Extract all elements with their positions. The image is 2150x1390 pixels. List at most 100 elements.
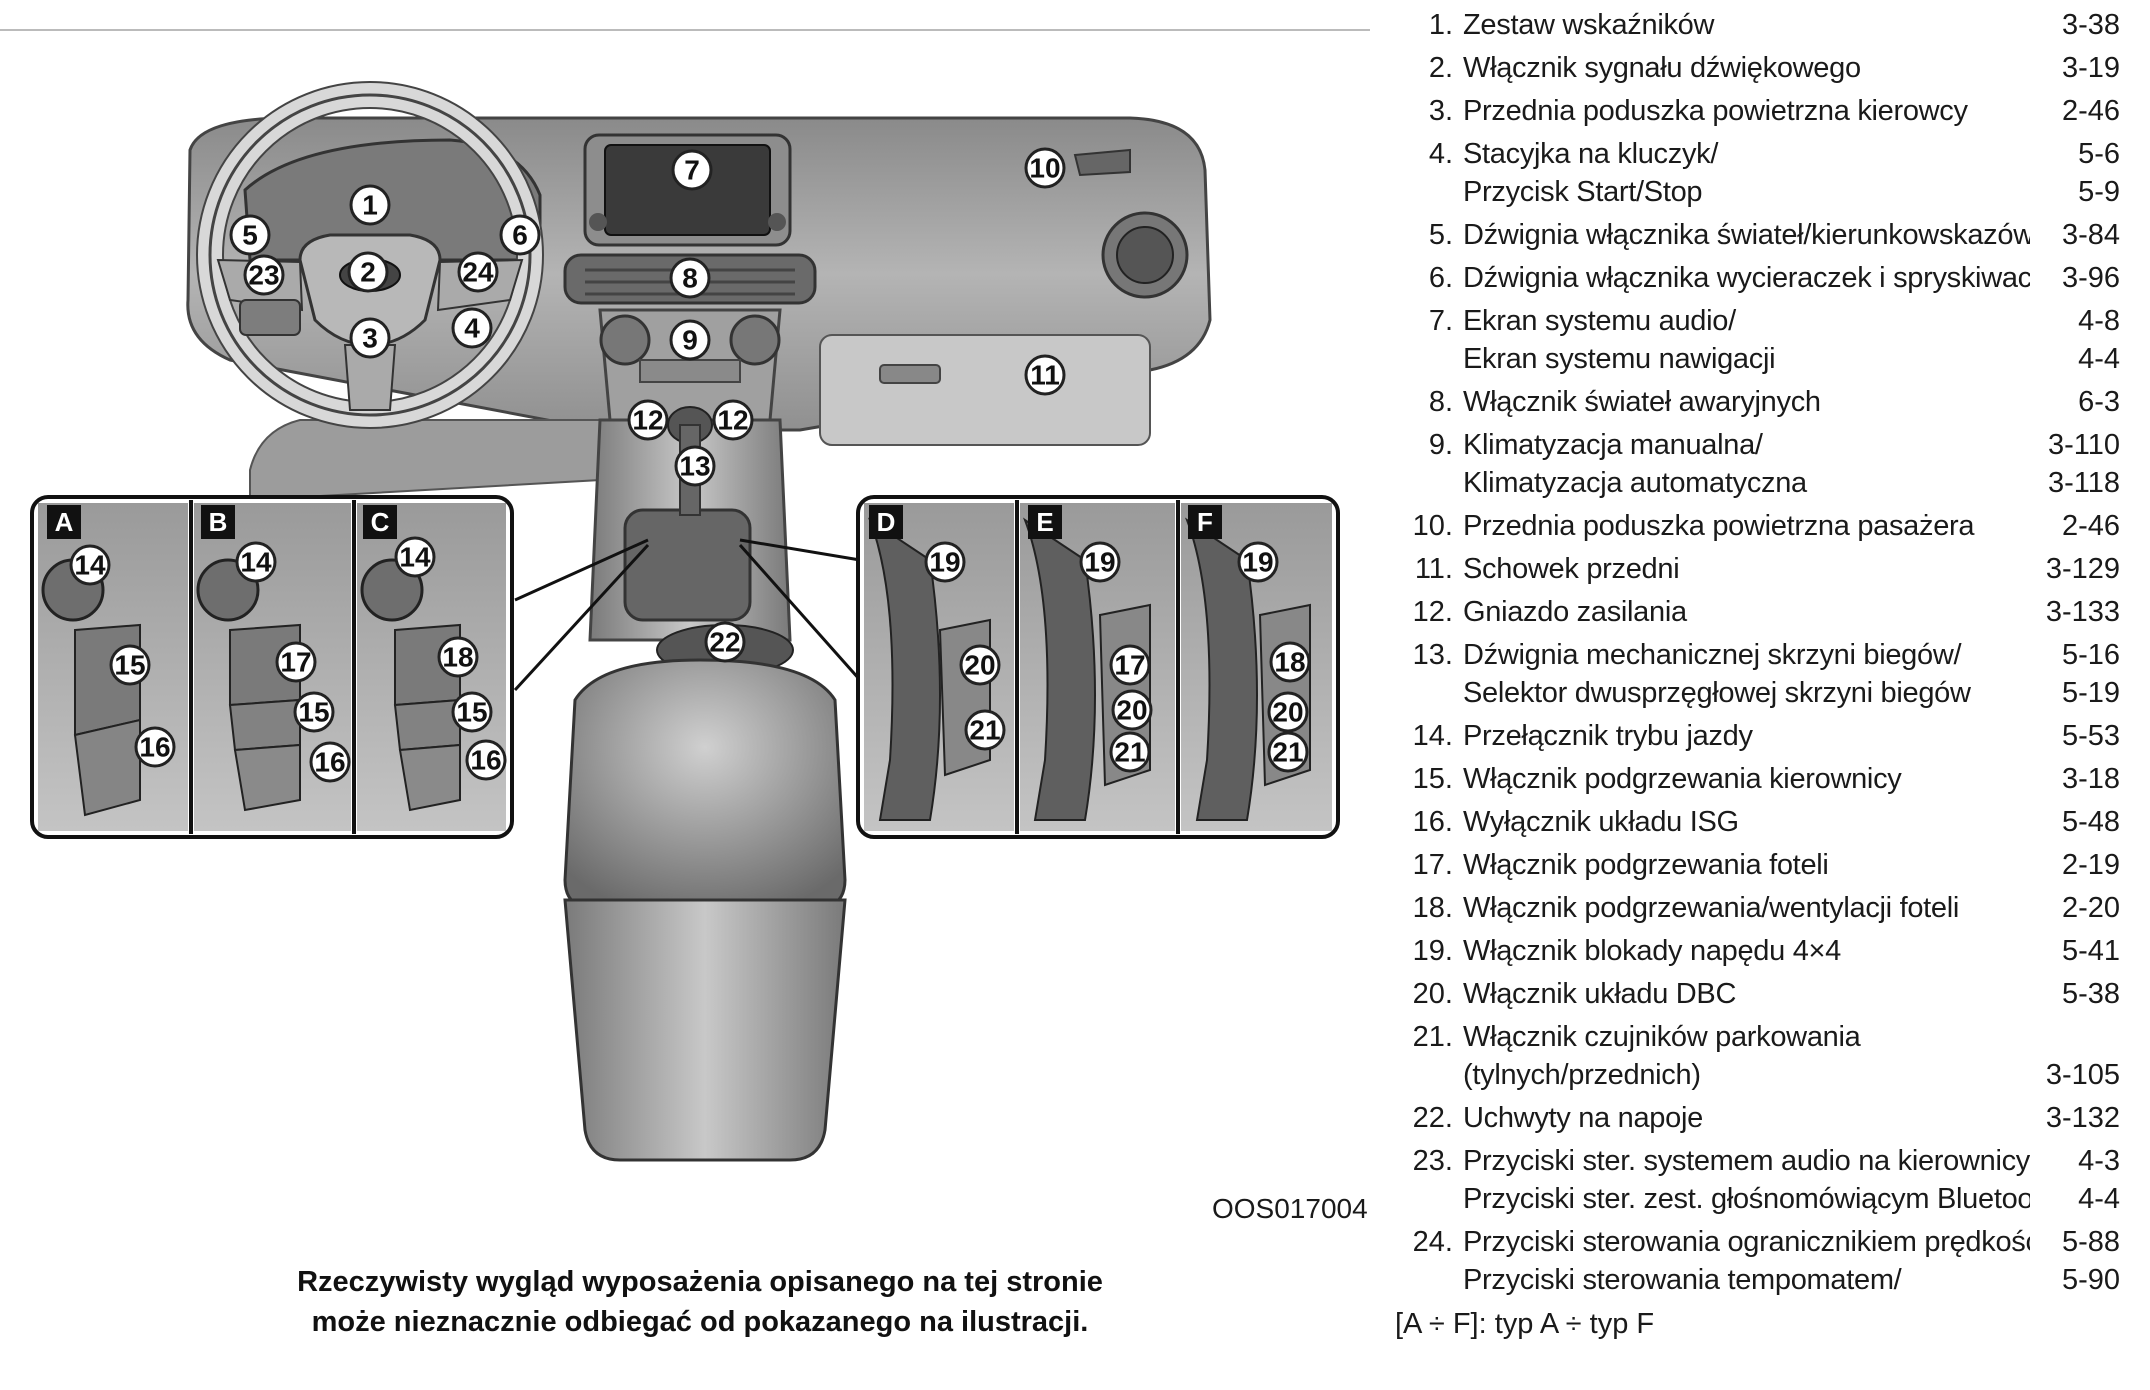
legend-number: 15. xyxy=(1412,763,1453,795)
svg-text:14: 14 xyxy=(240,547,272,578)
legend-text: Zestaw wskaźników xyxy=(1463,9,1715,41)
svg-text:19: 19 xyxy=(1084,547,1115,578)
legend-number: 9. xyxy=(1428,429,1453,461)
svg-text:21: 21 xyxy=(969,715,1000,746)
callout-3: 3 xyxy=(349,317,391,359)
svg-text:E: E xyxy=(1036,507,1053,537)
svg-text:5: 5 xyxy=(242,220,258,251)
svg-text:16: 16 xyxy=(470,745,501,776)
callout-9: 9 xyxy=(669,319,711,361)
armrest xyxy=(563,658,847,912)
legend-line: 6.Dźwignia włącznika wycieraczek i sprys… xyxy=(1395,259,2120,297)
svg-text:A: A xyxy=(55,507,74,537)
svg-text:9: 9 xyxy=(682,325,698,356)
type-tag-d: D xyxy=(869,505,903,539)
svg-text:21: 21 xyxy=(1272,737,1303,768)
svg-text:15: 15 xyxy=(456,697,487,728)
legend-page-ref: 4-4 xyxy=(2078,343,2120,375)
callout-8: 8 xyxy=(669,257,711,299)
instrument-cluster xyxy=(243,138,542,262)
legend-number: 22. xyxy=(1412,1102,1453,1134)
svg-text:20: 20 xyxy=(1116,695,1147,726)
svg-text:19: 19 xyxy=(929,547,960,578)
legend-line: 24.Przyciski sterowania ogranicznikiem p… xyxy=(1395,1223,2120,1261)
legend-line: 23.Przyciski ster. systemem audio na kie… xyxy=(1395,1142,2120,1180)
callout-21: 21 xyxy=(1267,731,1309,773)
legend-text: Klimatyzacja manualna/ xyxy=(1463,429,1763,461)
legend-text: Schowek przedni xyxy=(1463,553,1680,585)
legend-page-ref: 4-3 xyxy=(2078,1145,2120,1177)
legend-entry: 18.Włącznik podgrzewania/wentylacji fote… xyxy=(1395,889,2120,927)
disclaimer-line-2: może nieznacznie odbiegać od pokazanego … xyxy=(311,1306,1089,1338)
legend-entry: 23.Przyciski ster. systemem audio na kie… xyxy=(1395,1142,2120,1218)
legend-entry: 6.Dźwignia włącznika wycieraczek i sprys… xyxy=(1395,259,2120,297)
legend-text: Przednia poduszka powietrzna kierowcy xyxy=(1463,95,1968,127)
callout-20: 20 xyxy=(1267,691,1309,733)
callout-17: 17 xyxy=(1109,644,1151,686)
legend-text: Uchwyty na napoje xyxy=(1463,1102,1703,1134)
dashboard-drawing: 1234567891011121213222324141516141715161… xyxy=(0,29,1370,1162)
svg-text:2: 2 xyxy=(360,257,376,288)
type-footnote: [A ÷ F]: typ A ÷ typ F xyxy=(1395,1308,1655,1340)
legend-text: (tylnych/przednich) xyxy=(1463,1059,1701,1091)
legend-number: 20. xyxy=(1412,978,1453,1010)
legend-line: 4. Stacyjka na kluczyk/5-6 xyxy=(1395,135,2120,173)
type-tag-a: A xyxy=(47,505,81,539)
tag-layer: A B C D E F xyxy=(47,505,1222,539)
legend-number: 4. xyxy=(1428,138,1453,170)
callout-21: 21 xyxy=(964,709,1006,751)
figure-code: OOS017004 xyxy=(1212,1193,1368,1224)
callout-16: 16 xyxy=(465,739,507,781)
legend-page-ref: 3-18 xyxy=(2061,763,2120,795)
legend-page-ref: 3-133 xyxy=(2045,596,2120,628)
callout-24: 24 xyxy=(457,251,499,293)
legend-page-ref: 3-96 xyxy=(2061,262,2120,294)
legend-entry: 24.Przyciski sterowania ogranicznikiem p… xyxy=(1395,1223,2120,1299)
rear-console xyxy=(563,898,847,1162)
legend-text: Włącznik blokady napędu 4×4 xyxy=(1463,935,1842,967)
svg-text:8: 8 xyxy=(682,263,698,294)
callout-7: 7 xyxy=(671,149,713,191)
svg-text:18: 18 xyxy=(442,642,473,673)
legend-entry: 10.Przednia poduszka powietrzna pasażera… xyxy=(1395,507,2120,545)
legend-text: Przyciski sterowania tempomatem/ xyxy=(1463,1264,1902,1296)
disclaimer-note: Rzeczywisty wygląd wyposażenia opisanego… xyxy=(260,1262,1140,1342)
legend-text: Dźwignia mechanicznej skrzyni biegów/ xyxy=(1463,639,1962,671)
legend-entry: 5.Dźwignia włącznika świateł/kierunkowsk… xyxy=(1395,216,2120,254)
legend-line: Klimatyzacja automatyczna 3-118 xyxy=(1395,464,2120,502)
legend-page-ref: 5-6 xyxy=(2078,138,2120,170)
svg-text:10: 10 xyxy=(1029,153,1060,184)
svg-text:18: 18 xyxy=(1274,647,1305,678)
legend-page-ref: 5-16 xyxy=(2061,639,2120,671)
callout-13: 13 xyxy=(674,445,716,487)
svg-text:20: 20 xyxy=(964,650,995,681)
type-tag-b: B xyxy=(201,505,235,539)
legend-number: 17. xyxy=(1412,849,1453,881)
callout-10: 10 xyxy=(1024,147,1066,189)
legend-number: 1. xyxy=(1428,9,1453,41)
legend-text: Klimatyzacja automatyczna xyxy=(1463,467,1807,499)
legend-number: 8. xyxy=(1428,386,1453,418)
type-tag-f: F xyxy=(1188,505,1222,539)
type-tag-c: C xyxy=(363,505,397,539)
callout-2: 2 xyxy=(347,251,389,293)
legend-number: 3. xyxy=(1428,95,1453,127)
legend-number: 10. xyxy=(1412,510,1453,542)
legend-page-ref: 3-118 xyxy=(2047,467,2120,499)
callout-14: 14 xyxy=(394,536,436,578)
legend-page-ref: 3-105 xyxy=(2045,1059,2120,1091)
legend-text: Stacyjka na kluczyk/ xyxy=(1463,138,1719,170)
